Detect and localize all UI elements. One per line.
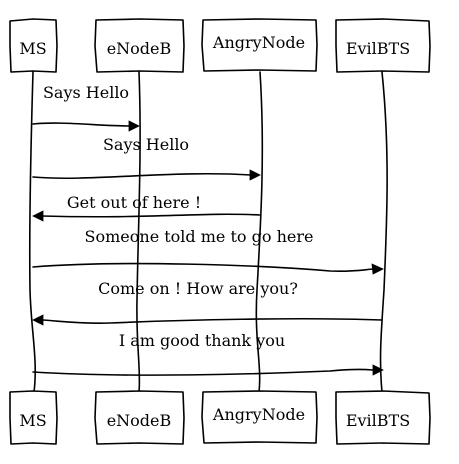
actor-label: MS: [19, 39, 46, 58]
arrowhead-right-icon: [371, 263, 384, 275]
arrowhead-right-icon: [128, 120, 140, 132]
lifeline-evilbts: [379, 71, 388, 393]
message-label: I am good thank you: [119, 331, 285, 350]
lifeline-ms: [28, 71, 36, 393]
actor-enodeb-bottom: eNodeB: [94, 390, 185, 445]
message-arrow-line: [41, 213, 261, 218]
message-label: Says Hello: [103, 135, 189, 154]
message-label: Come on ! How are you?: [98, 279, 298, 298]
message-arrow-line: [32, 368, 374, 376]
actor-angrynode-top: AngryNode: [201, 18, 318, 72]
message-4: Someone told me to go here: [32, 227, 384, 275]
message-arrow-line: [32, 122, 131, 127]
message-arrow-line: [32, 172, 252, 180]
message-label: Get out of here !: [67, 193, 201, 212]
actor-evilbts-bottom: EvilBTS: [335, 390, 431, 445]
message-label: Someone told me to go here: [85, 227, 314, 246]
message-label: Says Hello: [43, 83, 129, 102]
actor-label: AngryNode: [212, 33, 305, 52]
message-arrow-line: [32, 262, 374, 273]
actor-label: EvilBTS: [346, 39, 410, 58]
message-2: Says Hello: [32, 135, 261, 181]
actor-ms-top: MS: [9, 18, 58, 73]
arrowhead-left-icon: [32, 314, 44, 326]
message-3: Get out of here !: [32, 193, 261, 222]
actor-enodeb-top: eNodeB: [94, 18, 185, 73]
actor-label: MS: [19, 411, 46, 430]
actor-ms-bottom: MS: [9, 390, 58, 445]
message-5: Come on ! How are you?: [32, 279, 383, 326]
actor-evilbts-top: EvilBTS: [335, 18, 431, 73]
actor-label: eNodeB: [107, 411, 172, 430]
arrowhead-left-icon: [32, 210, 44, 222]
lifeline-enodeb: [136, 71, 141, 393]
actor-angrynode-bottom: AngryNode: [201, 390, 318, 444]
actor-label: eNodeB: [107, 39, 172, 58]
actor-label: AngryNode: [212, 405, 305, 424]
message-6: I am good thank you: [32, 331, 384, 376]
arrowhead-right-icon: [372, 364, 384, 376]
arrowhead-right-icon: [249, 169, 261, 181]
lifeline-angrynode: [255, 71, 264, 393]
message-arrow-line: [41, 317, 383, 324]
message-1: Says Hello: [32, 83, 140, 132]
actor-label: EvilBTS: [346, 411, 410, 430]
